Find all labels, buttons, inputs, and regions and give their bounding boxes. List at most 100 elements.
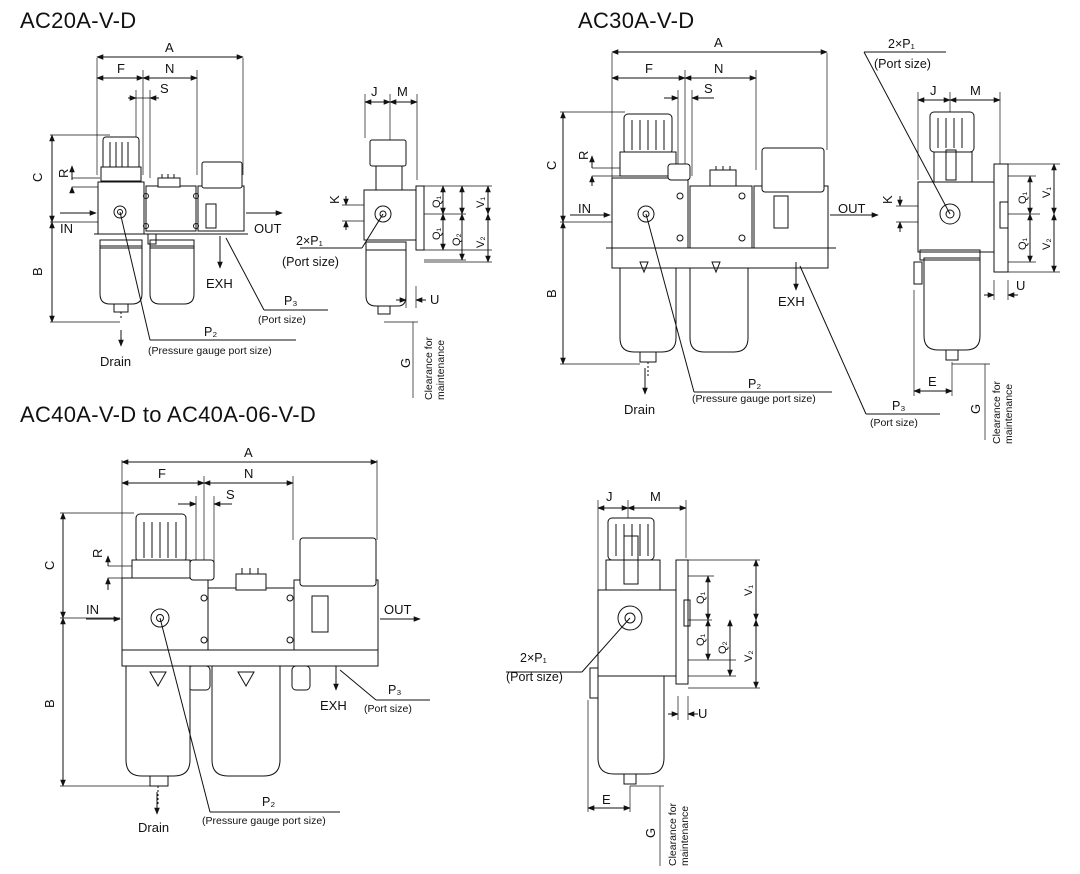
p2-label: P₂ [204,325,217,339]
p1-note: (Port size) [874,57,931,71]
p3-label: P₃ [388,683,401,697]
dim-label-K: K [880,195,895,204]
exh-label: EXH [778,294,805,309]
dim-label-N: N [165,61,174,76]
title-ac40: AC40A-V-D to AC40A-06-V-D [20,402,317,427]
p2-note: (Pressure gauge port size) [148,345,272,357]
ac20-front-view [49,54,328,347]
clearance-line2: maintenance [679,806,691,866]
dim-label-C: C [42,561,57,570]
dim-label-J: J [930,83,937,98]
in-label: IN [60,221,73,236]
dim-label-R: R [576,151,591,160]
dim-label-J: J [606,489,613,504]
in-label: IN [578,201,591,216]
p3-note: (Port size) [870,417,918,429]
dim-label-J: J [371,84,378,99]
ac30-front-view [560,49,940,415]
title-ac30: AC30A-V-D [578,8,695,33]
dim-label-C: C [544,161,559,170]
dim-label-G: G [968,404,983,414]
ac30-labels: A F N S C R B IN OUT EXH Drain P₂ (Press… [544,35,1053,444]
dim-label-K: K [327,195,342,204]
dim-label-V2: V₂ [475,236,487,248]
dim-label-M: M [650,489,661,504]
clearance-line1: Clearance for [991,380,1003,444]
ac20-side-view [300,94,492,398]
in-label: IN [86,602,99,617]
dim-label-C: C [30,173,45,182]
clearance-line2: maintenance [1003,384,1015,444]
p1-label: 2×P₁ [296,234,323,248]
drain-label: Drain [138,820,169,835]
p1-note: (Port size) [282,255,339,269]
dim-label-G: G [398,358,413,368]
drain-label: Drain [624,402,655,417]
dim-label-S: S [704,81,713,96]
ac40-labels: A F N S C R B IN OUT EXH Drain P₂ (Press… [42,445,755,866]
dim-label-E: E [602,792,611,807]
dim-label-F: F [158,466,166,481]
p3-label: P₃ [892,399,905,413]
dim-label-A: A [165,40,174,55]
dim-label-A: A [714,35,723,50]
ac40-side-view [506,500,760,866]
clearance-line1: Clearance for [423,336,435,400]
drain-label: Drain [100,354,131,369]
dim-label-V2: V₂ [1041,238,1053,250]
dim-label-E: E [928,374,937,389]
dim-label-M: M [397,84,408,99]
out-label: OUT [384,602,412,617]
dim-label-R: R [90,549,105,558]
p3-note: (Port size) [258,314,306,326]
dim-label-G: G [643,828,658,838]
p1-label: 2×P₁ [520,651,547,665]
dim-label-Q1-b: Q₁ [1017,237,1029,250]
dim-label-M: M [970,83,981,98]
dim-label-U: U [1016,278,1025,293]
dim-label-Q2: Q₂ [451,233,463,246]
dim-label-Q1-b: Q₁ [431,227,443,240]
p2-note: (Pressure gauge port size) [692,393,816,405]
dim-label-Q1-b: Q₁ [695,633,707,646]
out-label: OUT [254,221,282,236]
p2-label: P₂ [262,795,275,809]
dim-label-F: F [117,61,125,76]
dim-label-B: B [544,289,559,298]
exh-label: EXH [320,698,347,713]
dim-label-U: U [430,292,439,307]
title-ac20: AC20A-V-D [20,8,137,33]
p3-label: P₃ [284,294,297,308]
p1-note: (Port size) [506,670,563,684]
dim-label-R: R [56,169,71,178]
dim-label-S: S [160,81,169,96]
p2-note: (Pressure gauge port size) [202,815,326,827]
p2-label: P₂ [748,377,761,391]
ac30-side-view [863,51,1060,440]
dim-label-V1: V₁ [475,197,487,208]
dim-label-Q1-a: Q₁ [431,195,443,208]
clearance-line2: maintenance [435,340,447,400]
dim-label-N: N [244,466,253,481]
dim-label-V1: V₁ [743,585,755,596]
dim-label-V1: V₁ [1041,187,1053,198]
dim-label-B: B [42,699,57,708]
clearance-line1: Clearance for [667,802,679,866]
dim-label-N: N [714,61,723,76]
dim-label-B: B [30,267,45,276]
dim-label-Q1-a: Q₁ [1017,191,1029,204]
ac40-front-view [60,459,430,815]
dim-label-F: F [645,61,653,76]
p1-label: 2×P₁ [888,37,915,51]
exh-label: EXH [206,276,233,291]
out-label: OUT [838,201,866,216]
dim-label-U: U [698,706,707,721]
dim-label-Q1-a: Q₁ [695,591,707,604]
dim-label-Q2: Q₂ [717,641,729,654]
dim-label-A: A [244,445,253,460]
ac20-labels: A F N S C R B IN OUT EXH Drain P₂ (Press… [30,40,487,400]
dim-label-V2: V₂ [743,650,755,662]
p3-note: (Port size) [364,703,412,715]
dim-label-S: S [226,487,235,502]
